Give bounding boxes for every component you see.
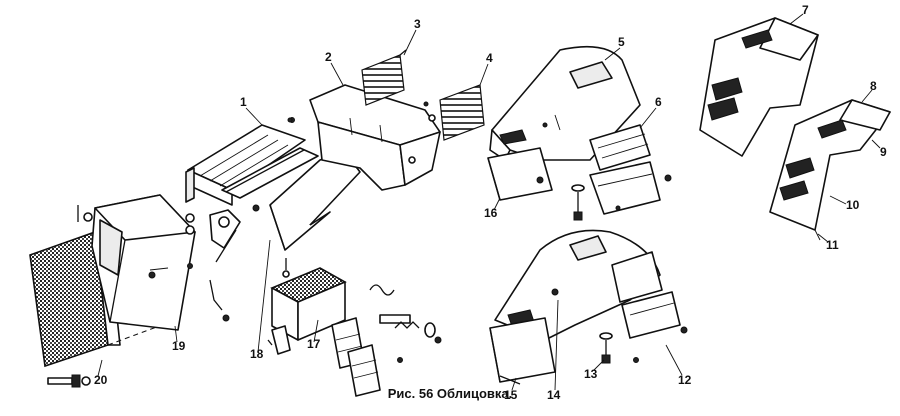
callout-3: 3	[414, 17, 421, 31]
bracket-part-6	[589, 124, 651, 171]
fender-skirt-part-16	[487, 147, 553, 201]
spring-latch-part	[369, 284, 442, 363]
callout-5: 5	[618, 35, 625, 49]
cab-panel-part-7	[699, 17, 819, 157]
bolt-part-13	[599, 332, 613, 364]
cab-panel-part-8	[769, 99, 891, 241]
callout-9: 9	[880, 145, 887, 159]
callout-2: 2	[325, 50, 332, 64]
callout-7: 7	[802, 3, 809, 17]
radiator-shroud-part	[91, 194, 196, 331]
callout-1: 1	[240, 95, 247, 109]
fender-skirt-part-15	[489, 317, 556, 385]
bolt-set-part-16	[571, 184, 585, 221]
callout-20: 20	[94, 373, 108, 387]
leader-lines	[97, 13, 881, 391]
side-panel-part	[185, 117, 306, 206]
callout-19: 19	[172, 339, 186, 353]
bolt-part-20	[47, 374, 91, 388]
callout-8: 8	[870, 79, 877, 93]
hinge-latch-part	[185, 204, 260, 263]
callout-15: 15	[504, 388, 518, 402]
hood-cover-part	[269, 156, 361, 251]
hinge-bracket-part-18	[267, 325, 291, 355]
callout-labels: 1 2 3 4 5 6 7 8 9 10 11 12 13 14 15 16 1…	[94, 3, 887, 402]
bracket-part-12	[611, 251, 688, 363]
step-part-b	[347, 344, 381, 397]
mounting-plate-upper	[589, 161, 672, 215]
strip-part	[221, 147, 319, 199]
callout-6: 6	[655, 95, 662, 109]
engine-hood-part	[287, 84, 441, 191]
callout-11: 11	[826, 238, 839, 252]
vent-grille-part-4	[423, 84, 485, 141]
callout-4: 4	[486, 51, 493, 65]
fender-part-5	[489, 45, 641, 161]
toolbox-part-17	[270, 258, 347, 341]
pin-part	[77, 205, 230, 322]
callout-12: 12	[678, 373, 692, 387]
callout-18: 18	[250, 347, 264, 361]
callout-10: 10	[846, 198, 860, 212]
vent-grille-part-3	[361, 49, 407, 106]
figure-caption: Рис. 56 Облицовка.	[387, 386, 513, 401]
callout-14: 14	[547, 388, 561, 402]
callout-13: 13	[584, 367, 598, 381]
callout-17: 17	[307, 337, 321, 351]
callout-16: 16	[484, 206, 498, 220]
